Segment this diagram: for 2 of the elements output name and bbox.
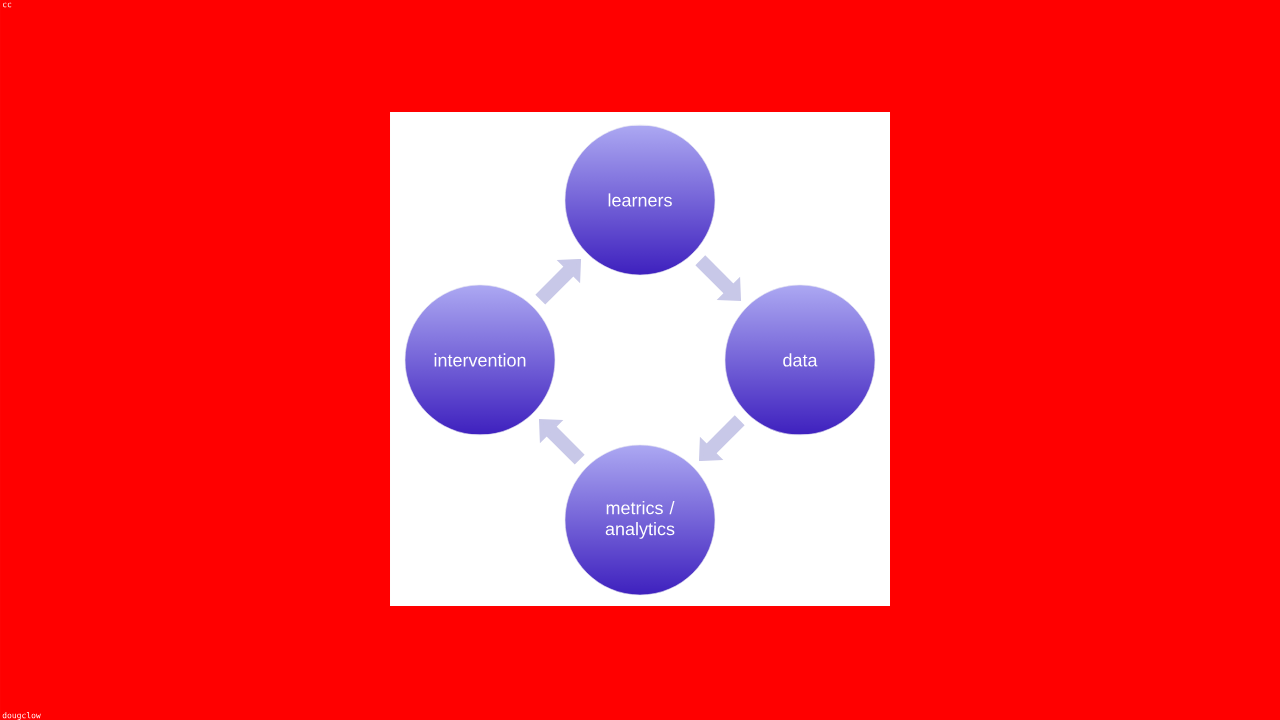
credit-text: cc <box>3 2 12 8</box>
credit-text: dougclow <box>2 712 41 720</box>
